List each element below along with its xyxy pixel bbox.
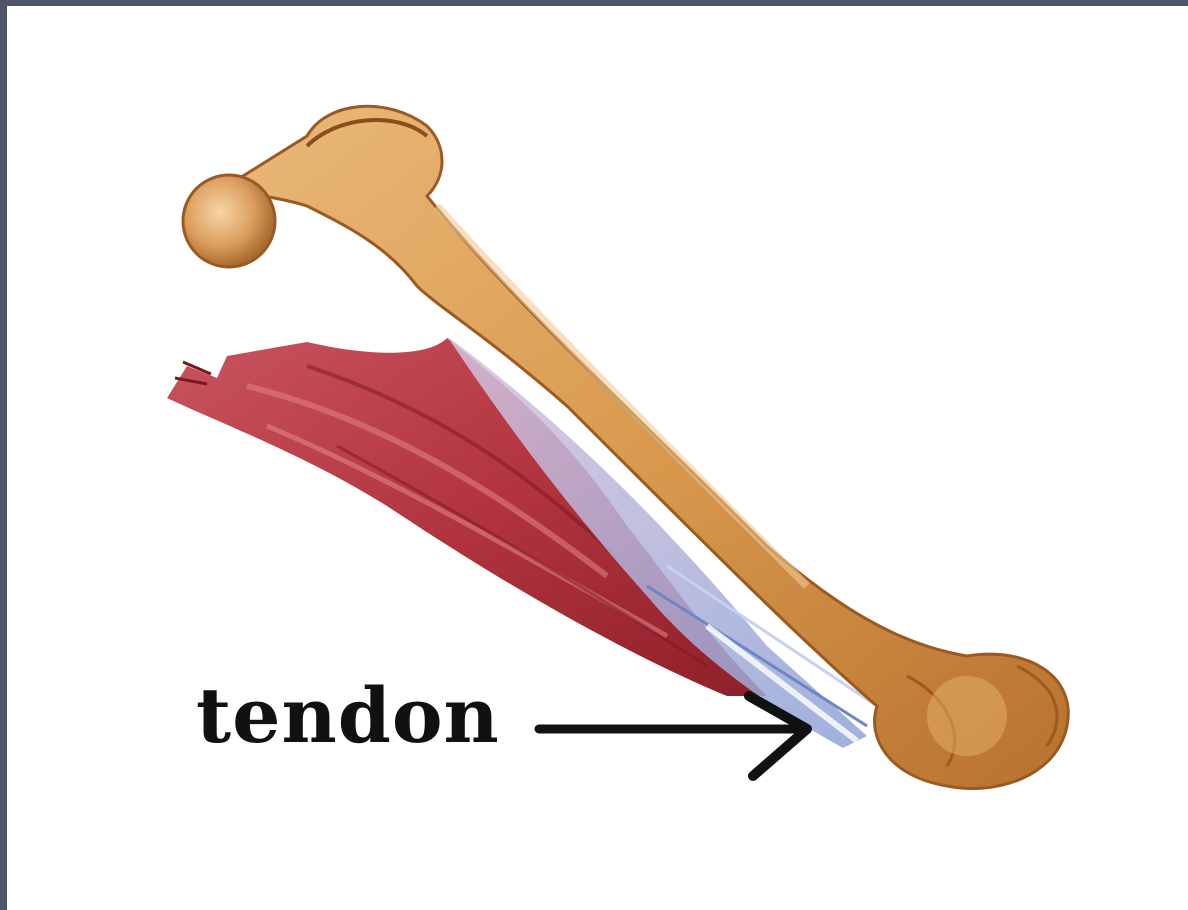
tendon-label: tendon	[196, 678, 500, 754]
pointer-arrow	[539, 696, 807, 776]
femoral-head	[183, 175, 275, 267]
image-frame: tendon	[7, 6, 1188, 910]
anatomy-illustration	[7, 6, 1188, 910]
